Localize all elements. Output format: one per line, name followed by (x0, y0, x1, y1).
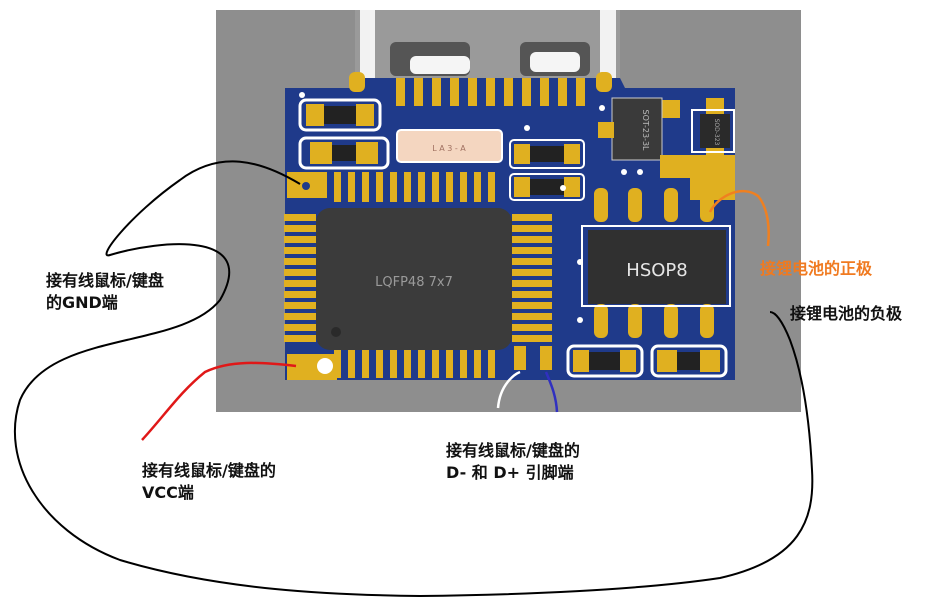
smd-components-bottom-right (566, 344, 728, 378)
gnd-annotation-line1: 接有线鼠标/键盘 (46, 271, 164, 290)
regulator-label: SOT-23-3L (641, 109, 650, 151)
dplus-pad (540, 346, 552, 370)
mcu-chip: LQFP48 7x7 (316, 208, 512, 350)
data-pins-annotation: 接有线鼠标/键盘的 D- 和 D+ 引脚端 (446, 440, 580, 484)
vcc-annotation: 接有线鼠标/键盘的 VCC端 (142, 460, 276, 504)
dminus-pad (514, 346, 526, 370)
dminus-wire (496, 370, 521, 409)
mcu-pins-right (512, 214, 552, 342)
dplus-wire (544, 371, 559, 413)
battery-positive-wire (708, 190, 770, 247)
small-chip-label: SOD-323 (713, 119, 720, 146)
battery-negative-annotation: 接锂电池的负极 (790, 304, 903, 323)
gnd-annotation: 接有线鼠标/键盘 的GND端 (46, 270, 164, 314)
data-pins-annotation-line2: D- 和 D+ 引脚端 (446, 463, 574, 482)
driver-chip: HSOP8 (581, 188, 731, 338)
capacitor-pair (509, 139, 585, 201)
gnd-pad-hole (302, 182, 310, 190)
usb-pads (349, 72, 612, 106)
mcu-label: LQFP48 7x7 (375, 275, 453, 290)
gnd-wire (13, 160, 814, 598)
gnd-annotation-line2: 的GND端 (46, 293, 118, 312)
vcc-annotation-line2: VCC端 (142, 483, 194, 502)
mcu-pins-bottom (334, 348, 495, 378)
data-pins-annotation-line1: 接有线鼠标/键盘的 (446, 441, 580, 460)
vcc-wire (141, 361, 297, 441)
regulator-chip: SOT-23-3L (598, 97, 680, 161)
usb-connector (355, 10, 620, 80)
vcc-pad-hole (317, 358, 333, 374)
via-holes (299, 92, 643, 323)
smd-components-top-left (298, 98, 390, 170)
driver-label: HSOP8 (626, 260, 687, 281)
copper-region-right (660, 155, 735, 200)
vcc-annotation-line1: 接有线鼠标/键盘的 (142, 461, 276, 480)
mcu-pins-top (334, 172, 495, 202)
battery-positive-annotation: 接锂电池的正极 (760, 259, 873, 278)
small-chip: SOD-323 (691, 98, 735, 158)
crystal-label: L A 3 - A (432, 144, 466, 153)
crystal: L A 3 - A (396, 129, 503, 163)
mcu-pins-left (284, 214, 316, 342)
